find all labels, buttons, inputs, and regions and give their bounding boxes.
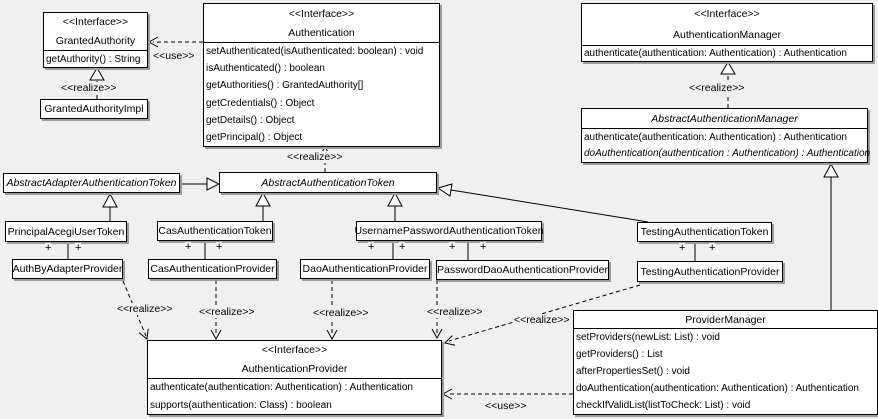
class-stereotype: <<Interface>> [261, 344, 328, 357]
method: isAuthenticated() : boolean [206, 63, 325, 75]
class-box-testing-authentication-token: TestingAuthenticationToken [637, 222, 772, 242]
realize-label: <<realize>> [60, 82, 118, 94]
realize-edge-testingprovider [444, 284, 641, 346]
class-box-dao-authentication-provider: DaoAuthenticationProvider [300, 259, 430, 279]
generalization-testingtoken [436, 183, 649, 223]
multiplicity-plus: + [216, 241, 223, 253]
class-name: GrantedAuthority [55, 34, 136, 47]
multiplicity-plus: + [480, 241, 487, 253]
method: supports(authentication: Class) : boolea… [150, 399, 332, 411]
class-name: DaoAuthenticationProvider [302, 263, 428, 275]
generalization-castoken [255, 191, 271, 221]
method: afterPropertiesSet() : void [576, 366, 690, 377]
class-box-granted-authority-impl: GrantedAuthorityImpl [40, 99, 148, 119]
method: getProviders() : List [576, 349, 663, 360]
realize-label: <<realize>> [688, 82, 746, 94]
class-stereotype: <<Interface>> [62, 16, 129, 29]
generalization-principaltoken [102, 192, 118, 221]
class-name: AuthenticationManager [673, 28, 781, 41]
realize-label: <<realize>> [426, 306, 484, 318]
class-name: TestingAuthenticationProvider [640, 265, 780, 278]
class-box-abstract-adapter-authentication-token: AbstractAdapterAuthenticationToken [3, 173, 180, 193]
realize-label: <<realize>> [198, 306, 256, 318]
class-name: GrantedAuthorityImpl [44, 103, 144, 115]
multiplicity-plus: + [75, 242, 82, 254]
class-box-abstract-authentication-token: AbstractAuthenticationToken [219, 172, 437, 193]
class-name: CasAuthenticationToken [158, 225, 272, 237]
class-box-abstract-authentication-manager: AbstractAuthenticationManager authentica… [581, 108, 871, 163]
class-box-authentication-manager: <<Interface>> AuthenticationManager auth… [581, 3, 873, 62]
class-name: ProviderManager [685, 313, 766, 326]
class-name: CasAuthenticationProvider [150, 263, 275, 275]
use-edge-authentication-to-grantedauthority [147, 36, 203, 48]
generalization-adaptertoken-to-abstracttoken [180, 177, 221, 191]
class-name: AbstractAdapterAuthenticationToken [6, 177, 177, 189]
method: setAuthenticated(isAuthenticated: boolea… [206, 46, 424, 58]
method: getAuthorities() : GrantedAuthority[] [206, 80, 364, 92]
class-box-cas-authentication-token: CasAuthenticationToken [157, 221, 273, 241]
multiplicity-plus: + [45, 242, 52, 254]
method: getDetails() : Object [206, 114, 295, 126]
class-box-authentication: <<Interface>> Authentication setAuthenti… [203, 3, 440, 147]
use-label: <<use>> [152, 50, 196, 62]
method: getPrincipal() : Object [206, 131, 303, 143]
method: getAuthority() : String [46, 53, 141, 65]
class-name: PrincipalAcegiUserToken [7, 225, 125, 238]
generalization-providermanager [823, 162, 839, 310]
method: checkIfValidList(listToCheck: List) : vo… [576, 400, 751, 411]
class-stereotype: <<Interface>> [694, 8, 760, 21]
method: setProviders(newList: List) : void [576, 332, 720, 343]
class-box-testing-authentication-provider: TestingAuthenticationProvider [637, 261, 783, 282]
class-box-username-password-authentication-token: UsernamePasswordAuthenticationToken [354, 221, 544, 241]
multiplicity-plus: + [709, 242, 716, 254]
realize-label: <<realize>> [312, 307, 370, 319]
class-stereotype: <<Interface>> [288, 7, 355, 20]
class-box-authentication-provider: <<Interface>> AuthenticationProvider aut… [147, 340, 442, 415]
multiplicity-plus: + [399, 241, 406, 253]
realize-edge-passworddaoprovider [431, 280, 443, 340]
realize-label: <<realize>> [513, 314, 571, 326]
class-name: AuthenticationProvider [241, 362, 348, 375]
use-edge-providermanager [441, 388, 573, 400]
class-name: AbstractAuthenticationToken [261, 176, 395, 189]
multiplicity-plus: + [679, 242, 686, 254]
class-name: AuthByAdapterProvider [12, 263, 123, 275]
realize-label: <<realize>> [286, 151, 344, 163]
class-name: TestingAuthenticationToken [640, 226, 769, 238]
class-name: UsernamePasswordAuthenticationToken [354, 225, 544, 237]
multiplicity-plus: + [185, 241, 192, 253]
class-box-password-dao-authentication-provider: PasswordDaoAuthenticationProvider [436, 260, 609, 280]
method: doAuthentication(authentication: Authent… [576, 383, 859, 394]
method: authenticate(authentication: Authenticat… [584, 48, 847, 59]
method: authenticate(authentication: Authenticat… [150, 382, 413, 394]
generalization-usernamepasswordtoken [387, 191, 403, 221]
class-box-provider-manager: ProviderManager setProviders(newList: Li… [573, 310, 878, 415]
method: authenticate(authentication: Authenticat… [584, 131, 847, 143]
use-label: <<use>> [484, 400, 528, 412]
method: getCredentials() : Object [206, 97, 315, 109]
class-name: Authentication [288, 26, 355, 39]
multiplicity-plus: + [449, 241, 456, 253]
multiplicity-plus: + [368, 241, 375, 253]
method: doAuthentication(authentication : Authen… [584, 148, 871, 160]
class-box-auth-by-adapter-provider: AuthByAdapterProvider [12, 259, 123, 279]
realize-label: <<realize>> [116, 303, 174, 315]
class-box-cas-authentication-provider: CasAuthenticationProvider [148, 259, 277, 279]
class-name: PasswordDaoAuthenticationProvider [437, 264, 609, 276]
class-box-principal-acegi-user-token: PrincipalAcegiUserToken [5, 221, 127, 242]
class-name: AbstractAuthenticationManager [651, 112, 798, 125]
class-box-granted-authority: <<Interface>> GrantedAuthority getAuthor… [43, 12, 148, 68]
